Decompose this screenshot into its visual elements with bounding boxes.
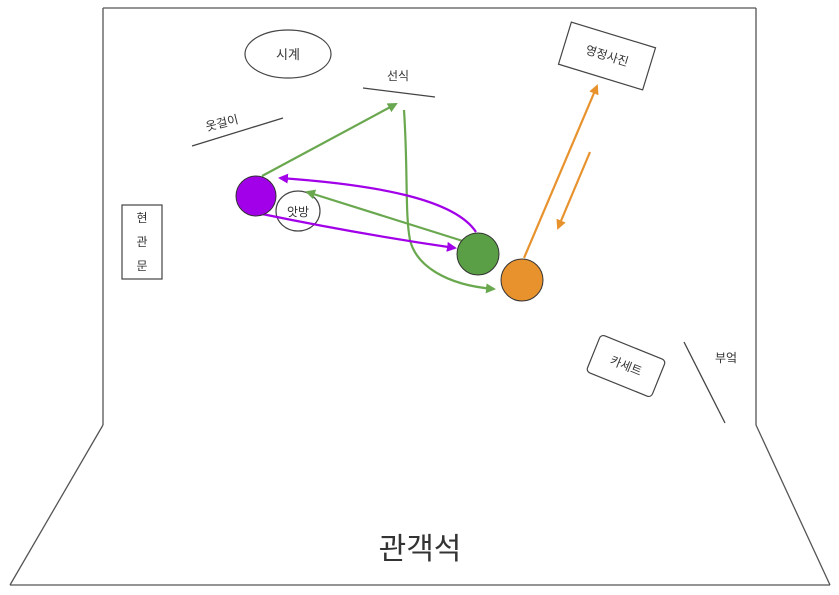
- orange-arrow-back: [556, 151, 592, 230]
- cassette-box: [586, 334, 666, 398]
- shelf-label: 선식: [387, 69, 409, 83]
- wall-hanger-label: 옷걸이: [204, 112, 240, 134]
- portrait-frame: [557, 21, 657, 91]
- kitchen-line: [683, 341, 726, 424]
- shelf-line: [362, 87, 436, 98]
- green-arrow-to-room: [305, 189, 467, 244]
- left-front-edge: [9, 424, 104, 586]
- green-arrow-to-orange: [402, 109, 496, 294]
- character-green: [456, 232, 500, 276]
- orange-arrow-to-portrait: [522, 84, 599, 259]
- front-door-char-2: 관: [136, 235, 147, 249]
- character-orange: [500, 258, 544, 302]
- inner-room-ellipse: [275, 190, 321, 232]
- green-paths: [261, 103, 496, 294]
- audience-label: 관객석: [379, 532, 462, 567]
- kitchen-label: 부엌: [715, 351, 737, 365]
- front-door-box: [121, 204, 163, 280]
- stage-outline: [9, 7, 831, 586]
- inner-room-label: 앗방: [287, 205, 309, 219]
- clock-label: 시계: [276, 48, 300, 63]
- front-door-char-3: 문: [136, 259, 147, 273]
- wall-hanger-line: [191, 117, 284, 147]
- orange-paths: [522, 84, 599, 259]
- purple-paths: [261, 173, 477, 252]
- clock-ellipse: [244, 29, 332, 79]
- purple-arrow-to-green: [261, 212, 457, 252]
- right-front-edge: [755, 424, 831, 586]
- purple-arrow-return: [278, 173, 477, 233]
- green-arrow-to-shelf: [261, 103, 398, 177]
- front-door-char-1: 현: [136, 211, 147, 225]
- character-purple: [235, 175, 277, 217]
